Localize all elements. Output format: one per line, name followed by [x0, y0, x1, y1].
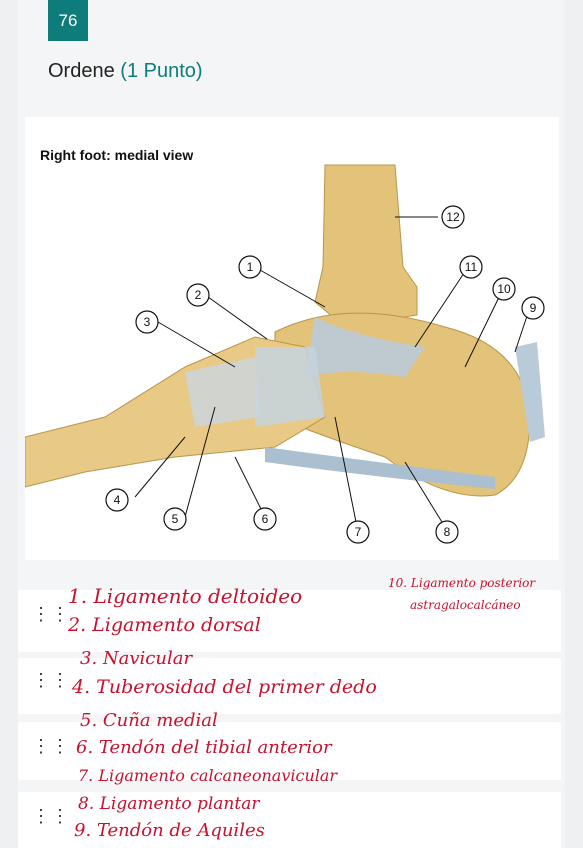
- callout-label: 3: [144, 315, 151, 329]
- callout-label: 4: [114, 493, 121, 507]
- callout-label: 5: [172, 512, 179, 526]
- callout-1: [238, 255, 262, 279]
- callout-6: [253, 507, 277, 531]
- question-points: (1 Punto): [120, 60, 203, 82]
- callout-9: [521, 296, 545, 320]
- callout-label: 8: [444, 525, 451, 539]
- handwritten-note: 4. Tuberosidad del primer dedo: [72, 676, 377, 698]
- handwritten-note: 2. Ligamento dorsal: [68, 614, 261, 636]
- handwritten-note: 6. Tendón del tibial anterior: [76, 737, 332, 758]
- handwritten-note: 8. Ligamento plantar: [78, 794, 260, 814]
- callout-12: [441, 205, 465, 229]
- answer-row[interactable]: ⋮⋮: [18, 658, 561, 714]
- callout-5: [163, 507, 187, 531]
- handwritten-note: 5. Cuña medial: [80, 710, 218, 731]
- callout-label: 1: [247, 260, 254, 274]
- handwritten-note: 3. Navicular: [80, 648, 193, 669]
- drag-handle-icon[interactable]: ⋮⋮: [32, 670, 70, 690]
- callout-label: 10: [497, 282, 511, 296]
- anatomy-figure: Right foot: medial view: [25, 117, 559, 560]
- handwritten-note: 7. Ligamento calcaneonavicular: [78, 766, 338, 785]
- callout-10: [492, 277, 516, 301]
- question-title-text: Ordene: [48, 60, 115, 82]
- callout-label: 9: [530, 301, 537, 315]
- callout-label: 7: [355, 525, 362, 539]
- callout-label: 2: [195, 288, 202, 302]
- callout-label: 12: [446, 210, 460, 224]
- drag-handle-icon[interactable]: ⋮⋮: [32, 806, 70, 826]
- handwritten-note: 9. Tendón de Aquiles: [74, 820, 265, 841]
- question-title: Ordene (1 Punto): [48, 60, 203, 83]
- callout-8: [435, 520, 459, 544]
- handwritten-note: 1. Ligamento deltoideo: [68, 584, 303, 608]
- handwritten-side-note-line2: astragalocalcáneo: [410, 598, 521, 612]
- drag-handle-icon[interactable]: ⋮⋮: [32, 604, 70, 624]
- answer-row[interactable]: ⋮⋮: [18, 722, 561, 780]
- callout-7: [346, 520, 370, 544]
- callout-label: 11: [465, 260, 478, 274]
- callout-3: [135, 310, 159, 334]
- question-number-badge: 76: [48, 0, 88, 41]
- foot-illustration: 1 2 3 4 5 6 7 8 9 10 11 12: [25, 164, 545, 544]
- figure-title: Right foot: medial view: [40, 147, 194, 163]
- answer-row[interactable]: ⋮⋮: [18, 590, 561, 652]
- answer-row[interactable]: ⋮⋮: [18, 792, 561, 848]
- callout-11: [459, 255, 483, 279]
- callout-4: [105, 488, 129, 512]
- handwritten-side-note-line1: 10. Ligamento posterior: [388, 576, 536, 590]
- drag-handle-icon[interactable]: ⋮⋮: [32, 736, 70, 756]
- callout-2: [186, 283, 210, 307]
- callout-label: 6: [262, 512, 269, 526]
